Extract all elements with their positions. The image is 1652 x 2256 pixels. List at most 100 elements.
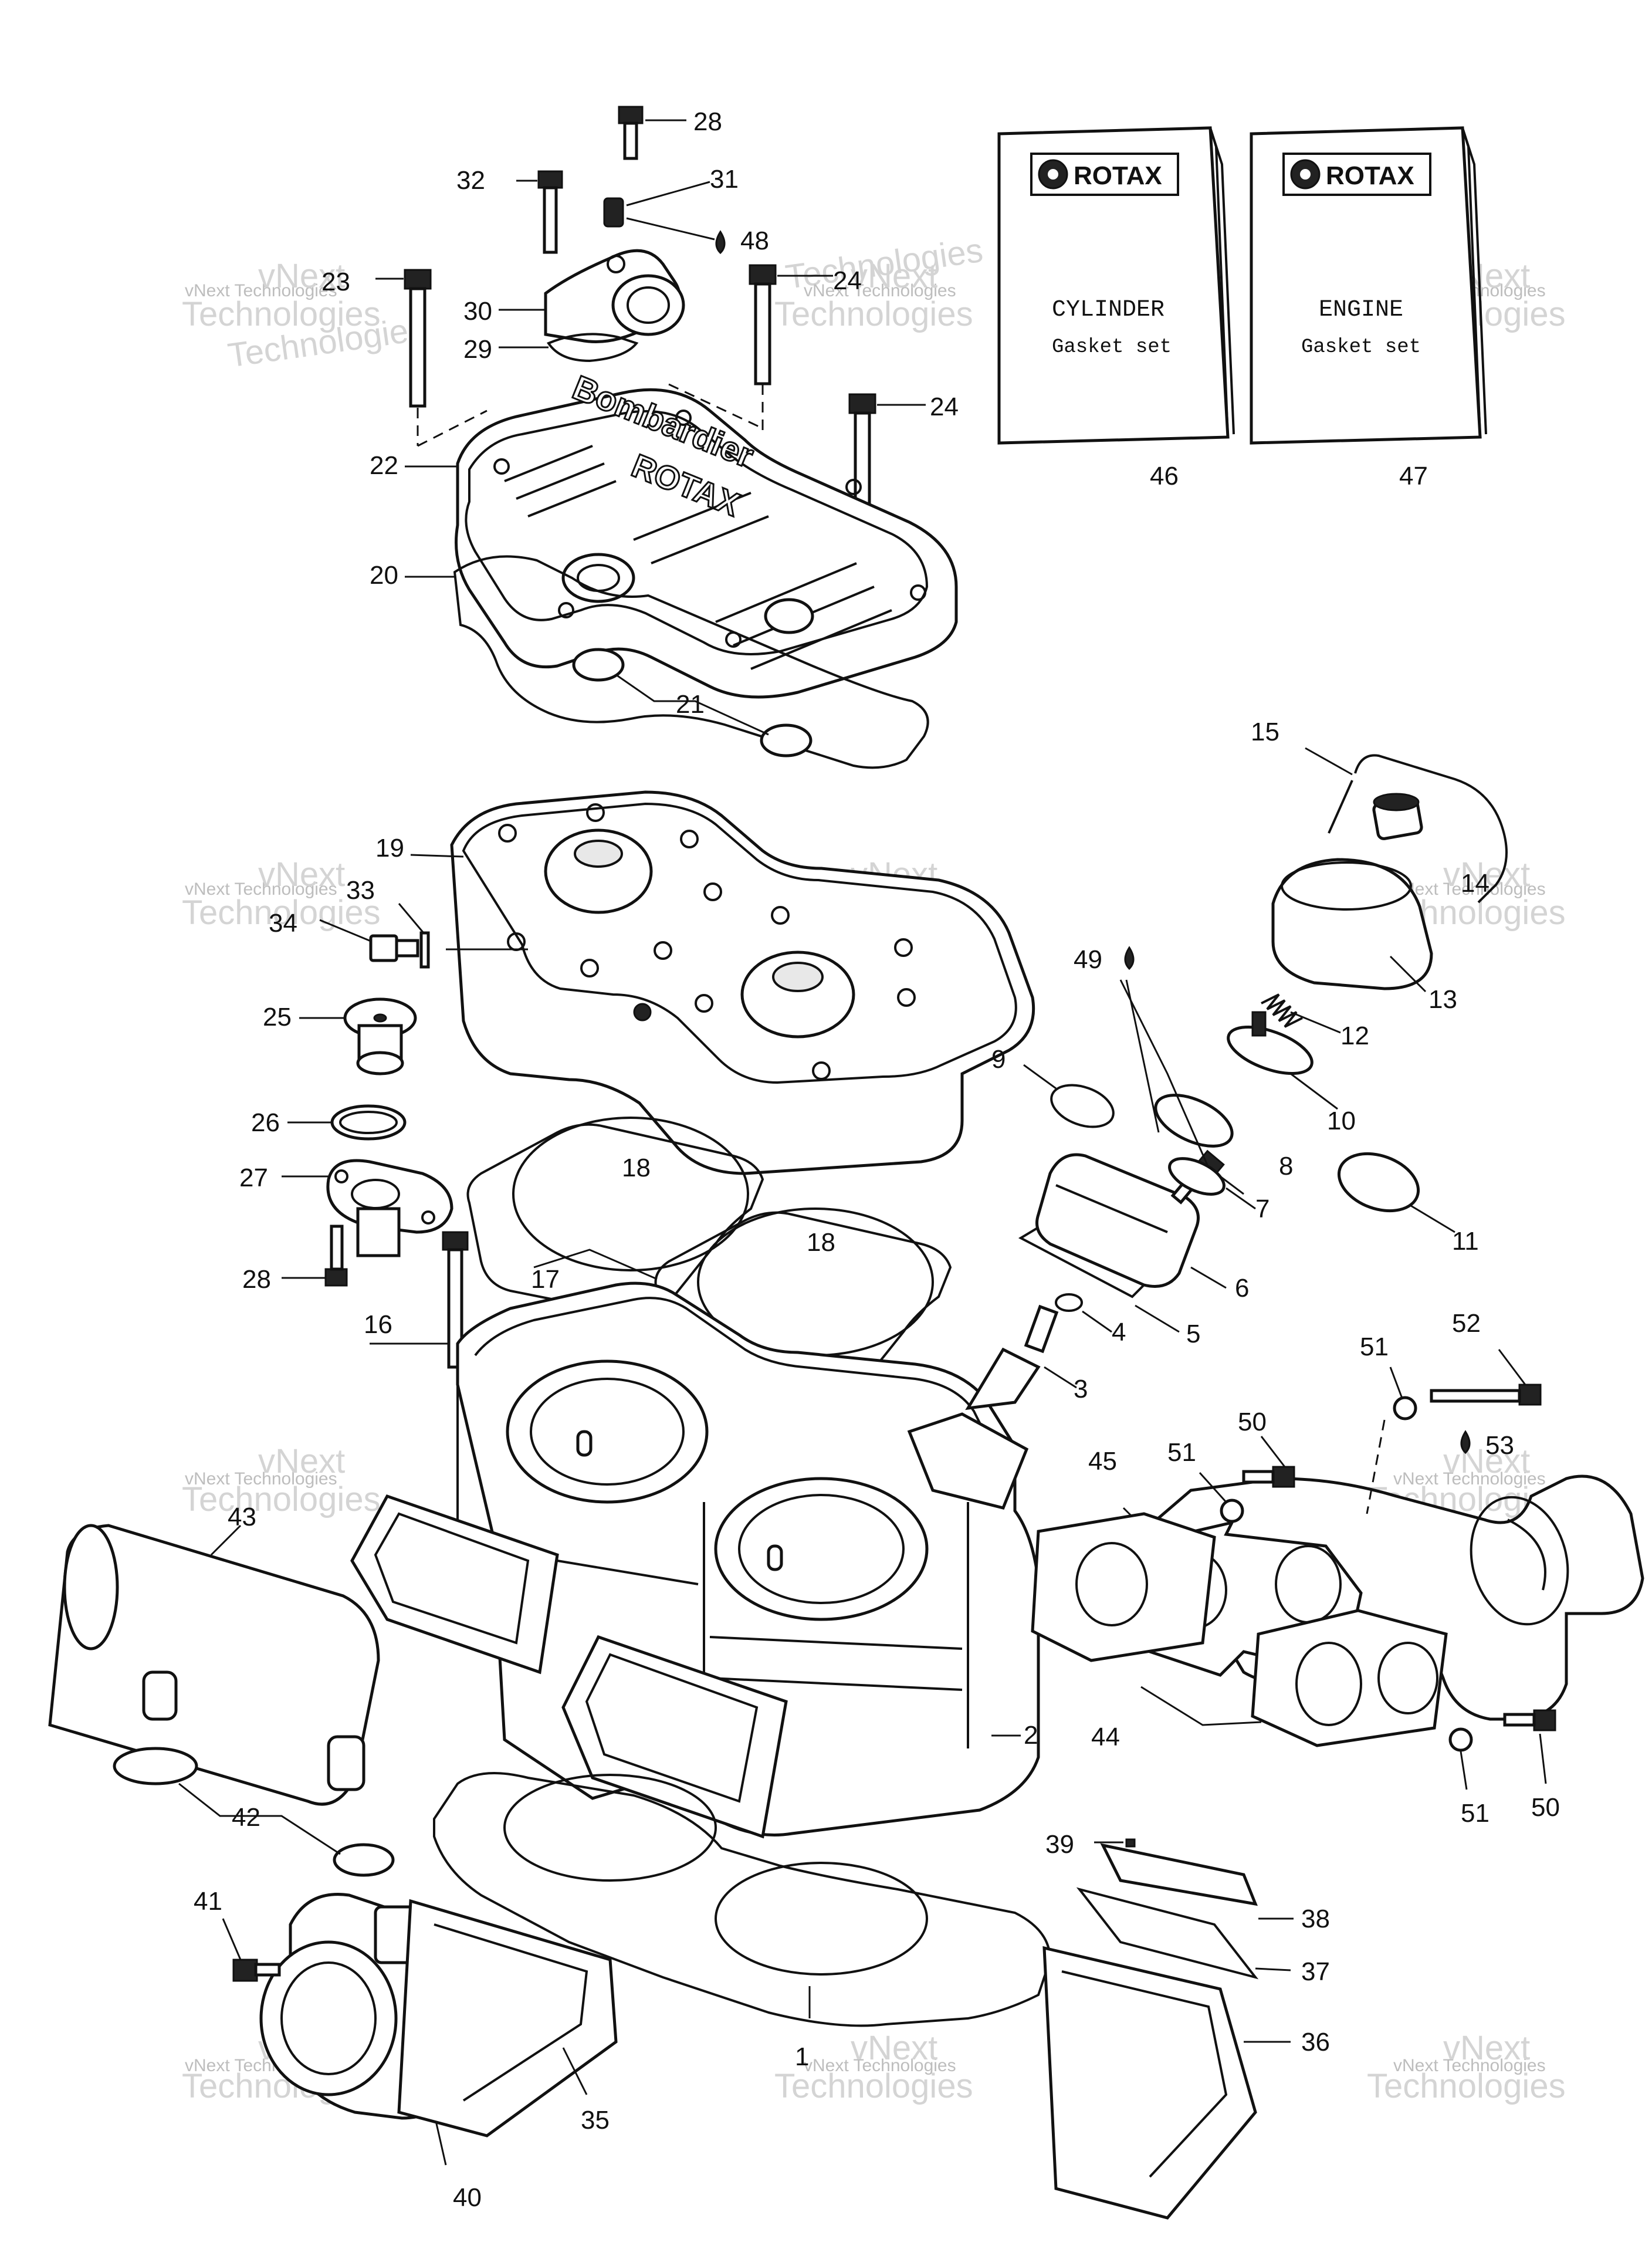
callout-23: 23	[321, 268, 350, 296]
callout-46: 46	[1150, 462, 1179, 491]
diaphragm-10	[1227, 1011, 1338, 1110]
callout-24-lower: 24	[930, 393, 959, 421]
watermark-text: vNext Technologies	[1393, 1469, 1546, 1489]
callout-22: 22	[370, 451, 398, 480]
callout-7: 7	[1255, 1195, 1270, 1223]
oil-drop-icon	[626, 217, 726, 255]
water-pipe-43	[48, 1524, 380, 1806]
plug-31	[603, 181, 710, 228]
callout-25: 25	[263, 1003, 292, 1031]
callout-50-upper: 50	[1238, 1408, 1267, 1436]
callout-18-left: 18	[622, 1154, 651, 1182]
callout-38: 38	[1301, 1905, 1330, 1933]
reed-petal-37	[1076, 1887, 1291, 1980]
hose-clamp-42	[113, 1747, 395, 1877]
manual-subtitle: Gasket set	[1052, 336, 1172, 358]
intake-flange-left	[350, 1494, 559, 1675]
callout-10: 10	[1327, 1107, 1356, 1135]
gasket-29	[499, 333, 639, 363]
base-gasket-1	[433, 1772, 1052, 2027]
callout-50-lower: 50	[1531, 1793, 1560, 1822]
washer-33	[398, 903, 430, 969]
callout-30: 30	[463, 297, 492, 326]
stopper-38	[1100, 1843, 1294, 1920]
watermark-text: vNext	[258, 855, 345, 894]
callout-47: 47	[1399, 462, 1428, 491]
callout-20: 20	[370, 561, 398, 590]
screw-41	[222, 1918, 281, 1982]
head-cover-gasket-20	[405, 555, 929, 769]
callout-27: 27	[239, 1163, 268, 1192]
callout-49: 49	[1074, 945, 1102, 974]
callout-17: 17	[531, 1265, 560, 1294]
watermark-text: Technologies	[182, 1480, 381, 1518]
manual-title: ENGINE	[1319, 297, 1403, 323]
callout-36: 36	[1301, 2028, 1330, 2057]
manual-brand: ROTAX	[1074, 161, 1162, 190]
callout-13: 13	[1428, 985, 1457, 1014]
bolt-52	[1366, 1349, 1542, 1514]
watermark-text: Technologies	[774, 295, 973, 333]
watermark-text: vNext	[1443, 855, 1530, 894]
watermark-text: vNext	[851, 2029, 937, 2067]
callout-44: 44	[1091, 1723, 1120, 1751]
thermostat-cover-27	[282, 1159, 453, 1257]
o-ring-11	[1337, 1152, 1455, 1233]
callout-40: 40	[453, 2183, 482, 2212]
o-ring-21	[572, 648, 813, 757]
watermark-text: vNext Technologies	[185, 281, 337, 300]
callout-5: 5	[1186, 1320, 1200, 1348]
callout-37: 37	[1301, 1957, 1330, 1986]
valve-cover-13	[1271, 858, 1433, 993]
callout-9: 9	[991, 1045, 1006, 1074]
thermostat-housing-30	[499, 249, 685, 343]
plug-34	[319, 919, 528, 962]
callout-3: 3	[1074, 1375, 1088, 1403]
rotax-gear-logo-icon	[1038, 159, 1068, 190]
cylinder-head-cover-22: Bombardier ROTAX	[405, 367, 958, 699]
o-ring-26	[287, 1104, 407, 1141]
manual-cylinder-gasket-set: ROTAX CYLINDER Gasket set 46	[997, 126, 1235, 491]
manual-brand: ROTAX	[1326, 161, 1414, 190]
thermostat-25	[299, 997, 417, 1075]
valve-piston-8	[1154, 1094, 1256, 1210]
o-ring-9	[1023, 1064, 1115, 1128]
watermark-text: vNext Technologies	[1393, 2056, 1546, 2075]
manual-subtitle: Gasket set	[1301, 336, 1421, 358]
watermark-text: Technologies	[1367, 2067, 1566, 2105]
watermark-text: vNext	[1443, 2029, 1530, 2067]
callout-39: 39	[1045, 1830, 1074, 1859]
bolt-28-lower	[282, 1225, 348, 1287]
callout-11: 11	[1452, 1227, 1479, 1256]
callout-12: 12	[1340, 1022, 1369, 1050]
callout-48: 48	[740, 226, 769, 255]
callout-31: 31	[710, 165, 739, 194]
callout-26: 26	[251, 1108, 280, 1137]
washer-51-upper	[1199, 1472, 1244, 1523]
callout-8: 8	[1279, 1152, 1293, 1181]
callout-24-upper: 24	[833, 266, 862, 295]
callout-15: 15	[1251, 718, 1279, 746]
callout-28-lower: 28	[242, 1265, 271, 1294]
bolt-23	[375, 269, 432, 446]
watermark-text: vNext Technologies	[185, 1469, 337, 1489]
callout-51-lower: 51	[1461, 1799, 1489, 1828]
callout-51-top: 51	[1360, 1332, 1389, 1361]
bolt-32	[516, 170, 563, 254]
watermark-text: vNext	[258, 257, 345, 295]
screw-50-upper	[1242, 1436, 1295, 1488]
callout-labels: 1 2 3 4 5 6 7 8 9 10 11 12 13 14 15 16 1…	[194, 107, 1560, 2212]
assembly-dashed-lines	[417, 383, 763, 447]
callout-51-upper: 51	[1167, 1438, 1196, 1467]
callout-6: 6	[1235, 1274, 1249, 1303]
rotax-gear-logo-icon	[1290, 159, 1321, 190]
watermark-text: Technologies	[182, 894, 381, 932]
callout-45: 45	[1088, 1447, 1117, 1476]
screw-39	[1094, 1838, 1136, 1848]
callout-4: 4	[1112, 1318, 1126, 1347]
watermark-text: vNext Technologies	[804, 281, 956, 300]
watermark-text: Technologies	[182, 295, 381, 333]
callout-42: 42	[232, 1803, 260, 1832]
callout-33: 33	[346, 876, 375, 905]
callout-32: 32	[456, 166, 485, 195]
